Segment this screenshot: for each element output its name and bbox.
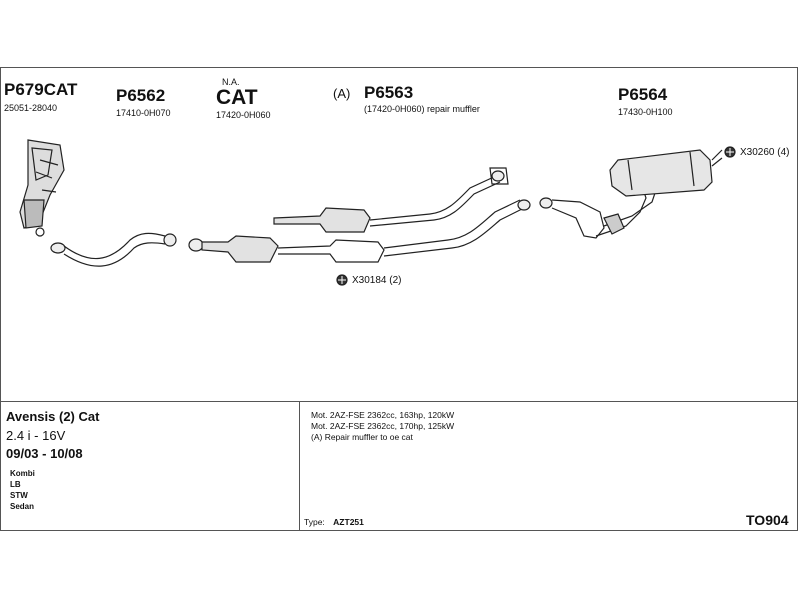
part-ref-p679cat: 25051-28040 [4,103,58,113]
part-code-cat: CAT [216,86,258,109]
note-line: Mot. 2AZ-FSE 2362cc, 170hp, 125kW [311,421,455,431]
part-code-p6563: P6563 [364,83,414,102]
body-type: Kombi [10,469,35,478]
clamp-icon-x30260 [724,146,736,158]
front-pipe [50,232,177,267]
part-na-label: N.A. [222,77,240,87]
part-ref-p6563: (17420-0H060) repair muffler [364,104,480,114]
manifold-catalyst [19,139,65,237]
divider-horizontal [0,401,798,402]
vehicle-engine: 2.4 i - 16V [6,428,66,443]
diagram-frame [0,67,798,531]
part-ref-p6562: 17410-0H070 [116,108,171,118]
part-ref-cat: 17420-0H060 [216,110,271,120]
part-code-p6564: P6564 [618,85,668,104]
cat-section [188,199,531,263]
diagram-code: TO904 [746,512,789,528]
body-type: Sedan [10,502,35,511]
note-line: (A) Repair muffler to oe cat [311,432,413,442]
callout-x30184: X30184 (2) [352,275,402,286]
part-ref-p6564: 17430-0H100 [618,107,673,117]
notes-list: Mot. 2AZ-FSE 2362cc, 163hp, 120kW Mot. 2… [311,410,454,443]
body-type-list: Kombi LB STW Sedan [10,468,35,512]
vehicle-years: 09/03 - 10/08 [6,446,83,461]
part-code-p679cat: P679CAT [4,80,78,99]
body-type: LB [10,480,21,489]
part-code-p6562: P6562 [116,86,166,105]
rear-muffler [539,149,723,239]
body-type: STW [10,491,28,500]
callout-x30260: X30260 (4) [740,147,790,158]
type-label: Type: [304,517,325,527]
repair-pipe [273,167,509,233]
clamp-icon-x30184 [336,274,348,286]
note-line: Mot. 2AZ-FSE 2362cc, 163hp, 120kW [311,410,455,420]
divider-vertical [299,401,300,531]
type-value: AZT251 [333,517,364,527]
vehicle-title: Avensis (2) Cat [6,409,100,424]
type-row: Type: AZT251 [304,517,364,528]
part-prefix-a: (A) [333,86,351,101]
